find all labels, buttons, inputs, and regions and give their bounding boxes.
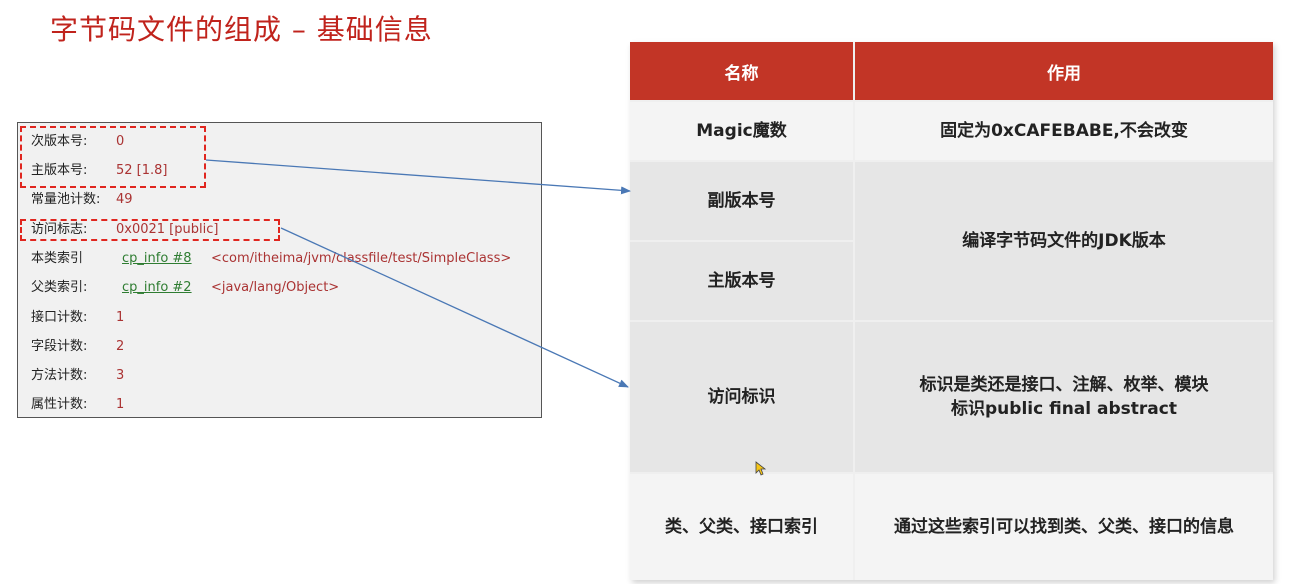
info-label: 属性计数: [31, 397, 88, 412]
access-flags-highlight-box [20, 219, 280, 241]
info-value: 1 [116, 310, 125, 325]
class-info-panel: 次版本号: 0 主版本号: 52 [1.8] 常量池计数: 49 访问标志: 0… [17, 122, 542, 418]
table-cell-desc: 编译字节码文件的JDK版本 [855, 162, 1273, 320]
desc-line: 标识public final abstract [951, 399, 1177, 419]
info-label: 本类索引 [31, 251, 84, 266]
info-value: 52 [1.8] [116, 163, 168, 178]
table-cell-name: 副版本号 [630, 162, 853, 240]
version-highlight-box [20, 126, 206, 188]
table-cell-desc: 通过这些索引可以找到类、父类、接口的信息 [855, 474, 1273, 580]
info-value: 0x0021 [public] [116, 222, 219, 237]
info-label: 主版本号: [31, 163, 88, 178]
info-label: 访问标志: [31, 222, 88, 237]
info-table: 名称 作用 Magic魔数 固定为0xCAFEBABE,不会改变 副版本号 编译… [630, 42, 1273, 580]
cp-info-link[interactable]: cp_info #2 [122, 280, 192, 295]
cp-info-link[interactable]: cp_info #8 [122, 251, 192, 266]
info-label: 次版本号: [31, 134, 88, 149]
info-label: 父类索引: [31, 280, 88, 295]
info-value: 1 [116, 397, 125, 412]
info-value: 3 [116, 368, 125, 383]
info-value: 2 [116, 339, 125, 354]
table-cell-desc: 固定为0xCAFEBABE,不会改变 [855, 102, 1273, 160]
info-link-desc: <java/lang/Object> [211, 280, 340, 295]
table-header-purpose: 作用 [855, 42, 1273, 100]
table-cell-name: 主版本号 [630, 242, 853, 320]
table-cell-name: Magic魔数 [630, 102, 853, 160]
table-cell-name: 类、父类、接口索引 [630, 474, 853, 580]
access-flags-arrow [280, 227, 629, 388]
info-label: 字段计数: [31, 339, 88, 354]
info-label: 接口计数: [31, 310, 88, 325]
info-link-desc: <com/itheima/jvm/classfile/test/SimpleCl… [211, 251, 512, 266]
info-label: 常量池计数: [31, 192, 101, 207]
table-cell-desc: 标识是类还是接口、注解、枚举、模块 标识public final abstrac… [855, 322, 1273, 472]
desc-line: 标识是类还是接口、注解、枚举、模块 [919, 375, 1209, 395]
table-cell-name: 访问标识 [630, 322, 853, 472]
mouse-cursor-icon [755, 461, 767, 476]
info-label: 方法计数: [31, 368, 88, 383]
table-header-name: 名称 [630, 42, 853, 100]
info-value: 0 [116, 134, 125, 149]
page-title: 字节码文件的组成 – 基础信息 [50, 13, 433, 46]
version-arrow [205, 159, 631, 195]
info-value: 49 [116, 192, 133, 207]
